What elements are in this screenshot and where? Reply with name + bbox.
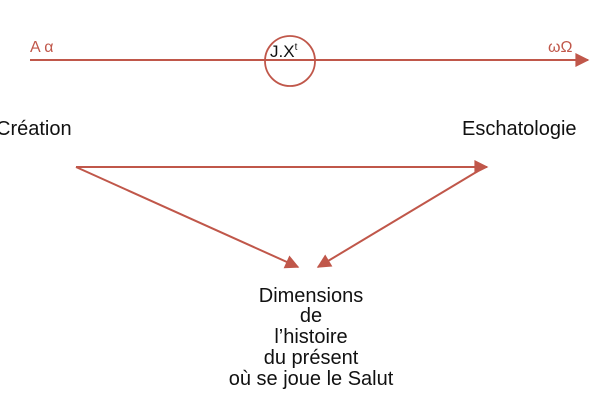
present-line-5: où se joue le Salut — [229, 368, 394, 390]
present-line-1: Dimensions — [259, 285, 363, 307]
center-circle — [264, 35, 316, 87]
label-creation: Création — [0, 118, 72, 140]
center-label: J.Xt — [270, 42, 298, 61]
timeline-end-label: ωΩ — [548, 39, 572, 56]
present-line-3: l’histoire — [274, 326, 347, 348]
label-eschatologie: Eschatologie — [462, 118, 577, 140]
arrow-eschatologie-to-present — [316, 170, 479, 268]
arrow-creation-to-present — [75, 166, 300, 269]
present-line-4: du présent — [264, 347, 359, 369]
present-line-2: de — [300, 305, 322, 327]
center-label-main: J.X — [270, 42, 295, 61]
center-label-superscript: t — [295, 42, 298, 53]
timeline-start-label: A α — [30, 39, 53, 56]
